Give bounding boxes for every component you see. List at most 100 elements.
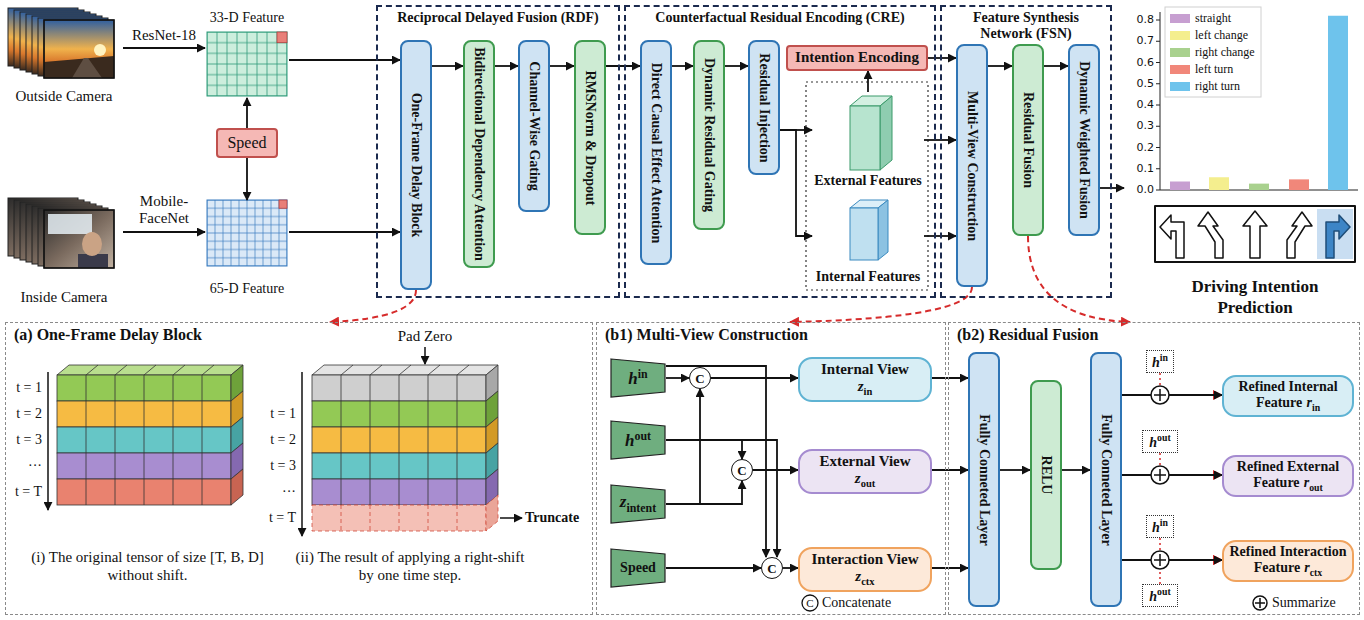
box-text: Refined Interaction Feature xyxy=(1229,544,1346,575)
box-text: Speed xyxy=(227,134,266,152)
internal-cube xyxy=(850,200,888,260)
caption-text: Inside Camera xyxy=(20,288,107,306)
axis-tick: 0.6 xyxy=(1128,55,1154,71)
box-text: h xyxy=(1152,520,1160,535)
axis-tick: 0.7 xyxy=(1128,33,1154,49)
connector xyxy=(1160,560,1222,584)
connector xyxy=(1160,538,1222,560)
block-label: RMSNorm & Dropout xyxy=(583,70,597,205)
text-flow: External Viewzout xyxy=(819,453,910,490)
process-block: Fully Conneted Layer xyxy=(1090,352,1122,607)
connector xyxy=(1122,394,1222,396)
outside-camera-frames xyxy=(8,8,114,78)
caption-text: Outside Camera xyxy=(15,87,112,105)
feature-grids xyxy=(207,32,287,266)
box-text: C xyxy=(767,562,776,575)
text-flow: hin xyxy=(1152,518,1168,535)
panel-title-text: Reciprocal Delayed Fusion (RDF) xyxy=(397,10,599,25)
connector xyxy=(606,65,640,67)
trapezoid-outline xyxy=(611,549,665,587)
text-flow: hout xyxy=(1149,587,1170,604)
caption: 65-D Feature xyxy=(210,281,284,296)
bar xyxy=(1249,184,1269,190)
connector xyxy=(867,71,869,92)
box-text: h xyxy=(1152,355,1160,370)
panel-title: (b1) Multi-View Construction xyxy=(597,323,945,347)
time-label: t = 3 xyxy=(4,431,42,449)
residual-input-box: hin xyxy=(1146,515,1174,538)
box-text: in xyxy=(864,386,873,397)
encoder-trapezoid: hout xyxy=(610,420,666,460)
block-label: Fully Conneted Layer xyxy=(977,414,991,545)
legend-text: Concatenate xyxy=(822,595,891,611)
connector xyxy=(725,65,748,67)
box-text: in xyxy=(1160,352,1168,363)
caption-text: Internal Features xyxy=(816,269,920,286)
block-label: Bidirectional Dependency Attention xyxy=(472,47,486,261)
tensor-original xyxy=(57,365,243,505)
caption-area: 33-D Feature xyxy=(205,10,289,98)
box-text: z xyxy=(858,378,864,394)
process-block: RMSNorm & Dropout xyxy=(574,40,606,235)
box-content: Intention Encoding xyxy=(788,47,926,69)
concat-circle: C xyxy=(731,459,753,481)
time-label: t = T xyxy=(4,483,42,501)
legend-text: left turn xyxy=(1195,61,1233,77)
text-flow: hin xyxy=(628,369,647,388)
legend-swatch xyxy=(1170,14,1190,23)
text-flow: Refined Internal Featurerin xyxy=(1228,379,1348,413)
module-panel: Feature Synthesis Network (FSN)Multi-Vie… xyxy=(940,5,1112,298)
legend-symbol-letter: C xyxy=(802,595,818,611)
connector xyxy=(932,469,968,471)
box-text: out xyxy=(634,429,651,443)
box-text: ctx xyxy=(1310,567,1323,578)
connector xyxy=(432,65,463,67)
feature-cube: External Features xyxy=(812,92,924,190)
text-flow: Refined External Featurerout xyxy=(1228,459,1348,493)
legend-swatch xyxy=(1170,82,1190,91)
legend-swatch xyxy=(1170,31,1190,40)
text-flow: Interaction Viewzctx xyxy=(811,551,918,588)
note-label: Pad Zero xyxy=(385,327,465,345)
trapezoid-outline xyxy=(611,421,665,459)
concat-circle: C xyxy=(761,557,783,579)
block-label: Direct Causal Effect Attention xyxy=(649,62,663,243)
caption: Driving Intention Prediction xyxy=(1191,277,1318,316)
view-box: Internal Viewzin xyxy=(798,357,932,402)
detail-panel: (b2) Residual FusionFully Conneted Layer… xyxy=(948,322,1360,615)
process-block: Fully Conneted Layer xyxy=(968,352,1000,607)
caption-area: 65-D Feature xyxy=(205,200,289,298)
time-label: t = 2 xyxy=(4,405,42,423)
time-label: t = 3 xyxy=(260,457,296,475)
caption-text: 33-D Feature xyxy=(210,10,284,27)
panel-title: Feature Synthesis Network (FSN) xyxy=(942,7,1110,45)
block-label: Dynamic Residual Gating xyxy=(702,58,716,212)
box-text: out xyxy=(861,478,876,489)
box-content: Refined Interaction Featurerctx xyxy=(1224,542,1352,580)
text-flow: zintent xyxy=(620,493,656,514)
box-text: z xyxy=(855,470,861,486)
refined-box: Refined Interaction Featurerctx xyxy=(1222,540,1354,582)
feature-grid: 65-D Feature xyxy=(205,200,289,298)
panel-title: (a) One-Frame Delay Block xyxy=(6,323,592,347)
connector xyxy=(932,567,968,569)
intention-icons xyxy=(1155,206,1355,262)
speed-box: Speed xyxy=(216,128,278,158)
axis-tick: 0.5 xyxy=(1128,76,1154,92)
box-text: External View xyxy=(819,453,910,470)
camera-image: Outside Camera xyxy=(5,5,123,105)
caption-area: Internal Features xyxy=(812,198,924,286)
box-text: in xyxy=(1312,402,1320,413)
process-block: Channel-Wise Gating xyxy=(518,40,550,212)
connector xyxy=(495,65,518,67)
connector xyxy=(672,65,693,67)
connector xyxy=(666,389,700,504)
intention-box: Intention Encoding xyxy=(786,45,928,71)
connector xyxy=(330,290,416,322)
box-text: h xyxy=(628,369,637,388)
panel-title-text: (b1) Multi-View Construction xyxy=(605,326,808,343)
text-flow: hout xyxy=(1149,433,1170,450)
box-text: C xyxy=(737,464,746,477)
box-text: Internal View xyxy=(821,361,909,378)
box-content: C xyxy=(732,460,752,480)
